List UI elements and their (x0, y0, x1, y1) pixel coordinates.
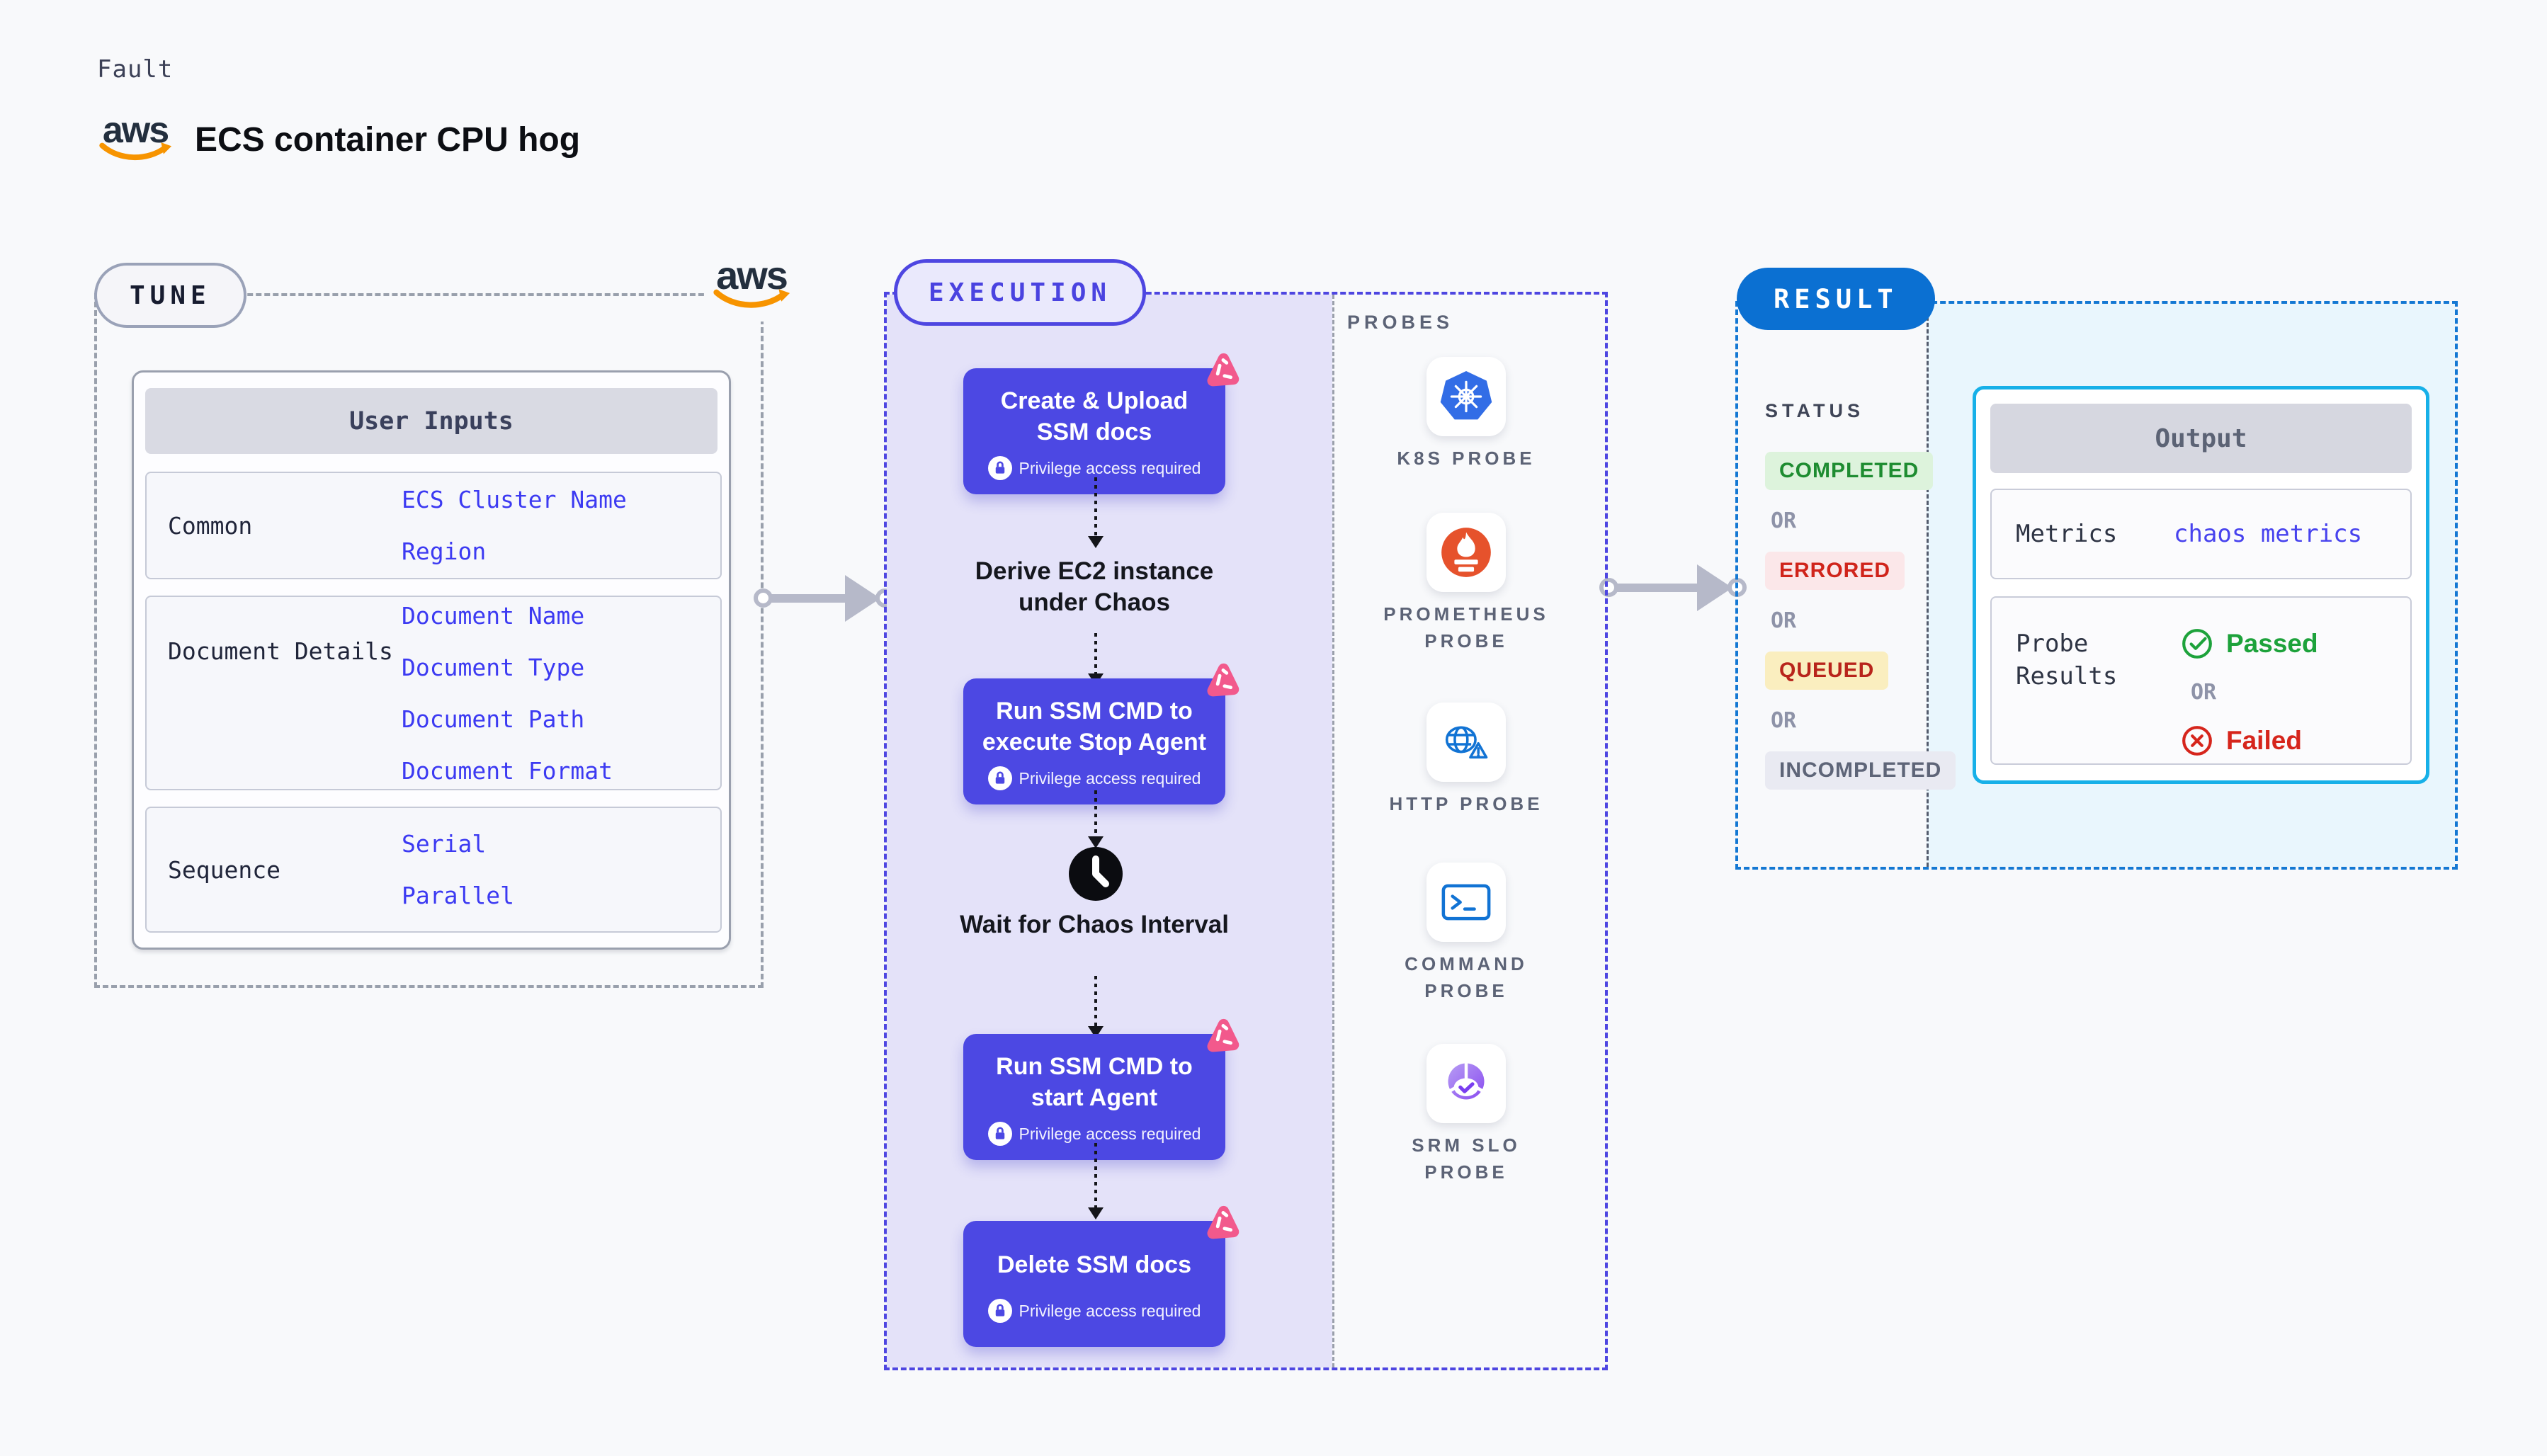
status-output-divider (1927, 304, 1929, 867)
result-section: STATUS COMPLETED OR ERRORED OR QUEUED OR… (1735, 301, 2458, 870)
aws-logo: aws (96, 112, 175, 163)
result-badge: RESULT (1737, 268, 1935, 330)
probe-card-prometheus (1426, 513, 1506, 592)
output-header: Output (1990, 404, 2412, 473)
or-label: OR (1771, 508, 1797, 533)
lock-icon (987, 1122, 1012, 1146)
passed-check-icon (2182, 629, 2212, 659)
step-wait-for-chaos-interval: Wait for Chaos Interval (960, 911, 1229, 938)
or-label: OR (1771, 608, 1797, 633)
probe-card-k8s (1426, 357, 1506, 436)
privilege-label: Privilege access required (1019, 458, 1201, 477)
srm-slo-gauge-icon (1447, 1061, 1485, 1100)
execution-section: Create & Upload SSM docs Privilege acces… (884, 292, 1608, 1370)
http-globe-warning-icon (1445, 726, 1488, 759)
failed-label: Failed (2226, 726, 2302, 755)
aws-logo-tune: aws (705, 245, 798, 322)
probe-card-http (1426, 703, 1506, 782)
probes-label: PROBES (1347, 312, 1454, 333)
step-run-ssm-cmd-stop-agent: Run SSM CMD to execute Stop Agent Privil… (963, 663, 1240, 804)
table-row-common: Common ECS Cluster Name Region (145, 472, 722, 579)
step-label: Run SSM CMD to execute Stop Agent (982, 698, 1207, 756)
field-value: Document Name (402, 601, 585, 630)
probe-label: HTTP PROBE (1389, 793, 1543, 814)
output-panel: Output Metrics chaos metrics Probe Resul… (1973, 386, 2429, 784)
field-value: Document Type (402, 653, 585, 681)
field-value: Document Path (402, 705, 585, 733)
or-label: OR (2191, 680, 2217, 705)
probe-label: K8S PROBE (1397, 448, 1536, 469)
privilege-label: Privilege access required (1019, 1124, 1201, 1143)
status-label: STATUS (1765, 400, 1864, 421)
chaos-fault-icon (1207, 353, 1240, 387)
field-value: ECS Cluster Name (402, 486, 627, 513)
step-label: Delete SSM docs (997, 1251, 1191, 1278)
step-label: Run SSM CMD to start Agent (996, 1053, 1193, 1111)
step-run-ssm-cmd-start-agent: Run SSM CMD to start Agent Privilege acc… (963, 1018, 1240, 1160)
status-badge-queued: QUEUED (1765, 652, 1889, 690)
page-title: ECS container CPU hog (195, 121, 581, 159)
fault-eyebrow: Fault (97, 55, 174, 84)
step-delete-ssm-docs: Delete SSM docs Privilege access require… (963, 1205, 1240, 1347)
chaos-fault-icon (1207, 663, 1240, 697)
probe-card-srm-slo (1426, 1044, 1506, 1123)
probes-divider (1332, 295, 1334, 1367)
probe-results-label: Probe Results (2016, 630, 2118, 690)
step-label: Create & Upload SSM docs (1000, 387, 1189, 445)
status-badge-completed: COMPLETED (1765, 452, 1934, 490)
field-value: Region (402, 538, 487, 565)
user-inputs-table: User Inputs Common ECS Cluster Name Regi… (132, 370, 731, 950)
aws-smile-icon (713, 289, 790, 308)
or-label: OR (1771, 708, 1797, 733)
row-label: Document Details (168, 637, 393, 665)
table-row-document-details: Document Details Document Name Document … (145, 596, 722, 790)
execution-to-result-arrow (1599, 564, 1747, 611)
flow-arrow-down (1094, 1143, 1097, 1210)
metrics-value: chaos metrics (2174, 520, 2363, 548)
field-value: Parallel (402, 882, 514, 909)
kubernetes-icon (1440, 371, 1492, 420)
chaos-fault-icon (1207, 1018, 1240, 1052)
metrics-label: Metrics (2016, 520, 2118, 548)
privilege-label: Privilege access required (1019, 768, 1201, 787)
lock-icon (987, 456, 1012, 480)
aws-wordmark: aws (102, 110, 169, 151)
terminal-icon (1441, 884, 1491, 921)
probe-label: SRM SLO PROBE (1412, 1134, 1521, 1183)
tune-badge: TUNE (94, 263, 246, 328)
flow-arrow-down (1094, 477, 1097, 538)
probe-label: PROMETHEUS PROBE (1383, 603, 1549, 652)
chaos-fault-icon (1207, 1205, 1240, 1239)
prometheus-icon (1441, 528, 1491, 577)
flow-arrow-down (1094, 976, 1097, 1028)
field-value: Serial (402, 830, 487, 858)
user-inputs-header: User Inputs (145, 388, 717, 454)
aws-wordmark: aws (716, 253, 788, 297)
tune-to-execution-arrow (754, 575, 895, 622)
row-label: Common (168, 511, 253, 540)
lock-icon (987, 1299, 1012, 1323)
passed-label: Passed (2226, 629, 2318, 658)
aws-smile-icon (99, 142, 172, 161)
step-derive-ec2-instance: Derive EC2 instance under Chaos (975, 557, 1214, 616)
execution-badge: EXECUTION (894, 259, 1147, 326)
step-create-upload-ssm-docs: Create & Upload SSM docs Privilege acces… (963, 353, 1240, 494)
failed-x-icon (2182, 726, 2212, 756)
probe-card-command (1426, 863, 1506, 942)
output-row-probe-results: Probe Results Passed OR (1990, 596, 2412, 765)
row-label: Sequence (168, 855, 280, 884)
flow-arrow-down (1094, 633, 1097, 676)
status-badge-errored: ERRORED (1765, 552, 1905, 590)
privilege-label: Privilege access required (1019, 1301, 1201, 1320)
output-row-metrics: Metrics chaos metrics (1990, 489, 2412, 579)
table-row-sequence: Sequence Serial Parallel (145, 807, 722, 933)
lock-icon (987, 766, 1012, 790)
field-value: Document Format (402, 756, 613, 785)
flow-arrow-down (1094, 790, 1097, 838)
status-badge-incompleted: INCOMPLETED (1765, 751, 1956, 790)
probe-label: COMMAND PROBE (1405, 953, 1528, 1001)
tune-section (94, 293, 764, 988)
clock-icon (1069, 847, 1123, 901)
